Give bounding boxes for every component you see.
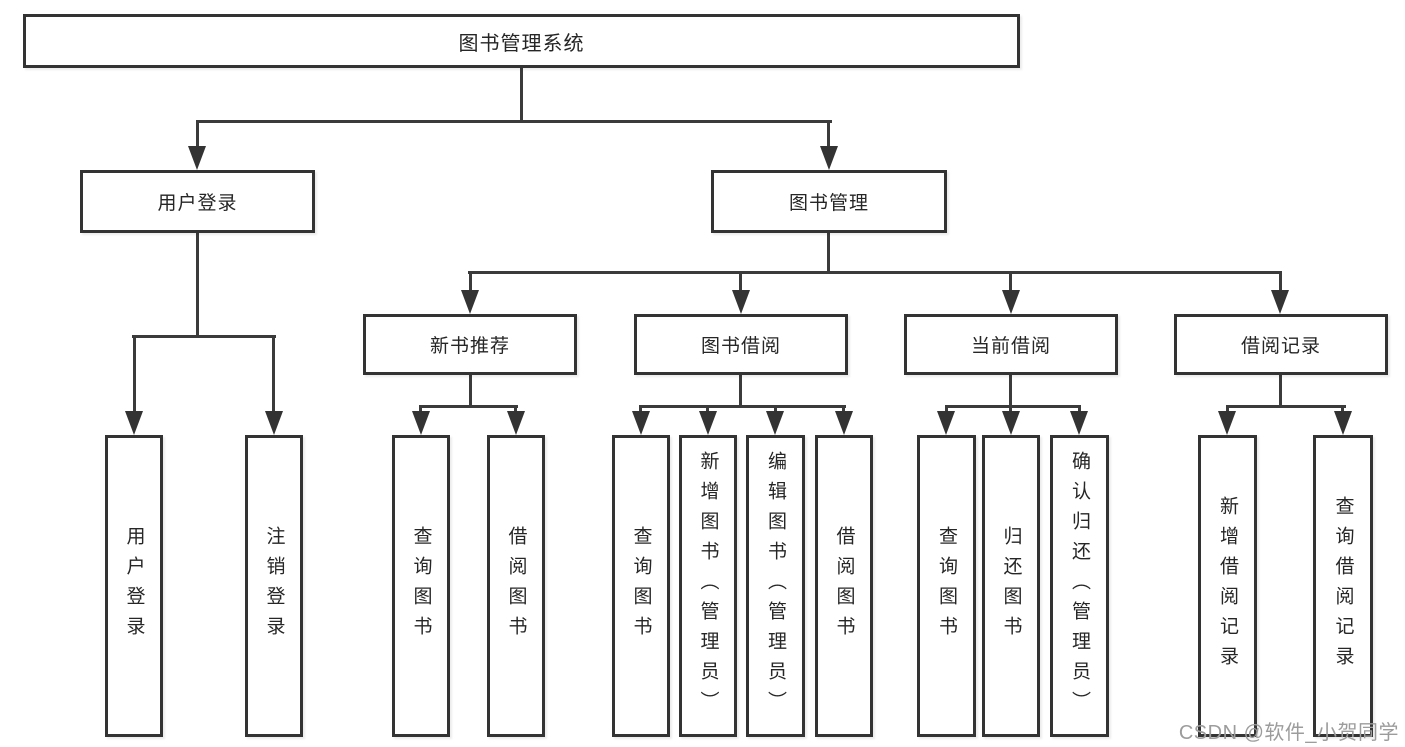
node-book-borrowing-label: 图书借阅 xyxy=(700,336,781,357)
leaf-query-books-2-label: 查询图书 xyxy=(630,526,652,646)
leaf-query-books-3: 查询图书 xyxy=(917,435,976,737)
connector-user-login-down xyxy=(196,233,199,337)
connector-book-mgmt-down xyxy=(827,233,830,273)
leaf-query-books-1: 查询图书 xyxy=(392,435,450,737)
connector-level2-branch xyxy=(196,120,832,123)
leaf-add-borrow-record: 新增借阅记录 xyxy=(1198,435,1257,737)
node-root-system: 图书管理系统 xyxy=(23,14,1020,68)
leaf-return-books-label: 归还图书 xyxy=(1000,526,1022,646)
leaf-confirm-return-admin-label: 确认归还（管理员） xyxy=(1069,451,1090,721)
leaf-user-login-label: 用户登录 xyxy=(123,526,145,646)
leaf-return-books: 归还图书 xyxy=(982,435,1040,737)
node-current-borrowing-label: 当前借阅 xyxy=(970,336,1051,357)
node-new-book-recommend-label: 新书推荐 xyxy=(429,336,510,357)
arrow-down-g3a xyxy=(632,411,650,435)
arrow-down-records xyxy=(1271,290,1289,314)
node-book-management: 图书管理 xyxy=(711,170,947,233)
arrow-down-g5a xyxy=(1218,411,1236,435)
connector-root-stub xyxy=(520,68,523,123)
arrow-down-g4a xyxy=(937,411,955,435)
leaf-user-login: 用户登录 xyxy=(105,435,163,737)
connector-level3-branch xyxy=(468,271,1282,274)
leaf-logout-label: 注销登录 xyxy=(263,526,285,646)
connector-book-mgmt-stem xyxy=(827,120,830,152)
csdn-watermark: CSDN @软件_小贺同学 xyxy=(1178,722,1399,744)
connector-current-down xyxy=(1009,375,1012,407)
leaf-query-books-2: 查询图书 xyxy=(612,435,670,737)
arrow-down-g5b xyxy=(1334,411,1352,435)
arrow-down-current xyxy=(1002,290,1020,314)
leaf-add-borrow-record-label: 新增借阅记录 xyxy=(1217,496,1238,676)
node-user-login: 用户登录 xyxy=(80,170,315,233)
arrow-down-g4b xyxy=(1002,411,1020,435)
leaf-borrow-books-1-label: 借阅图书 xyxy=(505,526,527,646)
node-borrowing-records: 借阅记录 xyxy=(1174,314,1388,375)
arrow-down-g3c xyxy=(766,411,784,435)
connector-records-down xyxy=(1279,375,1282,407)
node-new-book-recommend: 新书推荐 xyxy=(363,314,577,375)
connector-new-book-branch xyxy=(420,405,518,408)
connector-borrowing-down xyxy=(739,375,742,407)
leaf-borrow-books-2-label: 借阅图书 xyxy=(833,526,855,646)
connector-stem-current xyxy=(1009,271,1012,293)
node-book-borrowing: 图书借阅 xyxy=(634,314,848,375)
arrow-down-g3d xyxy=(835,411,853,435)
arrow-down-g3b xyxy=(699,411,717,435)
leaf-query-borrow-record-label: 查询借阅记录 xyxy=(1332,496,1354,676)
arrow-down-leaf-login xyxy=(125,411,143,435)
arrow-down-new-book xyxy=(461,290,479,314)
node-book-management-label: 图书管理 xyxy=(788,193,869,214)
arrow-down-borrowing xyxy=(732,290,750,314)
arrow-down-book-mgmt xyxy=(820,146,838,170)
node-user-login-label: 用户登录 xyxy=(157,193,238,214)
node-root-label: 图书管理系统 xyxy=(458,32,585,55)
arrow-down-g2b xyxy=(507,411,525,435)
connector-stem-leaf-login xyxy=(133,335,136,413)
leaf-query-books-1-label: 查询图书 xyxy=(410,526,432,646)
leaf-logout: 注销登录 xyxy=(245,435,303,737)
leaf-query-books-3-label: 查询图书 xyxy=(936,526,957,646)
leaf-edit-books-admin-label: 编辑图书（管理员） xyxy=(765,451,786,721)
connector-new-book-down xyxy=(469,375,472,407)
leaf-borrow-books-1: 借阅图书 xyxy=(487,435,545,737)
connector-current-branch xyxy=(945,405,1081,408)
connector-user-login-branch xyxy=(132,335,276,338)
arrow-down-g4c xyxy=(1070,411,1088,435)
connector-stem-borrowing xyxy=(739,271,742,293)
connector-records-branch xyxy=(1226,405,1346,408)
leaf-add-books-admin: 新增图书（管理员） xyxy=(679,435,737,737)
arrow-down-user-login xyxy=(188,146,206,170)
leaf-edit-books-admin: 编辑图书（管理员） xyxy=(746,435,805,737)
connector-stem-records xyxy=(1279,271,1282,293)
connector-user-login-stem xyxy=(196,120,199,152)
leaf-add-books-admin-label: 新增图书（管理员） xyxy=(697,451,719,721)
leaf-query-borrow-record: 查询借阅记录 xyxy=(1313,435,1373,737)
connector-stem-leaf-logout xyxy=(272,335,275,413)
arrow-down-g2a xyxy=(412,411,430,435)
connector-stem-new-book xyxy=(469,271,472,293)
arrow-down-leaf-logout xyxy=(265,411,283,435)
leaf-borrow-books-2: 借阅图书 xyxy=(815,435,873,737)
node-current-borrowing: 当前借阅 xyxy=(904,314,1118,375)
node-borrowing-records-label: 借阅记录 xyxy=(1240,336,1321,357)
connector-borrowing-branch xyxy=(640,405,846,408)
leaf-confirm-return-admin: 确认归还（管理员） xyxy=(1050,435,1109,737)
